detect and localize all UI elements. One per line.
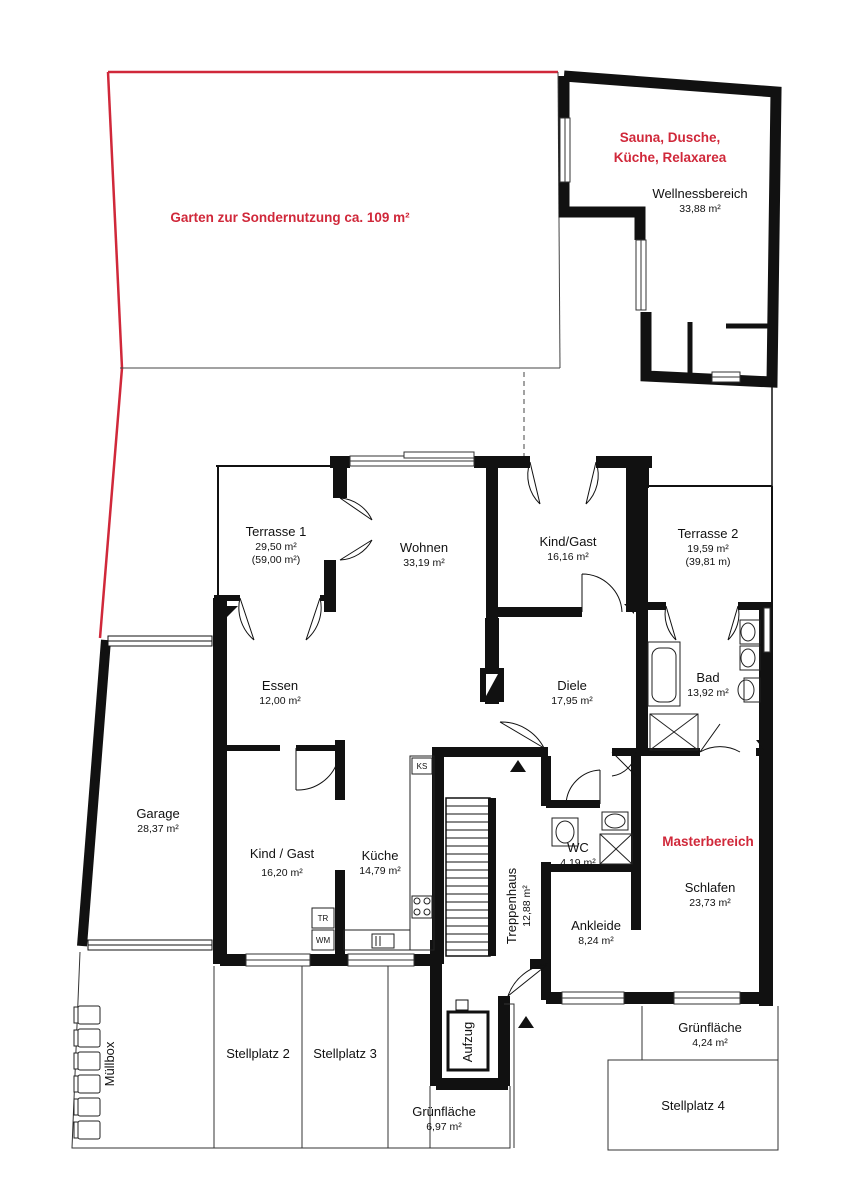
- terrasse1-area-alt: (59,00 m²): [252, 554, 300, 566]
- waste-bin-lid: [73, 1052, 79, 1070]
- wellness-note-line1: Sauna, Dusche,: [620, 130, 721, 145]
- wc-fixtures: [551, 811, 633, 865]
- parking-lines: [71, 951, 779, 1151]
- wohnen-area: 33,19 m²: [403, 557, 445, 569]
- master-label: Masterbereich: [662, 834, 754, 849]
- garage-name: Garage: [136, 806, 179, 821]
- garden-edges: [120, 71, 561, 460]
- bad-area: 13,92 m²: [687, 687, 729, 699]
- waste-bin: [77, 1005, 101, 1025]
- entry-arrows: [510, 760, 534, 1028]
- diele-name: Diele: [557, 678, 587, 693]
- bad-name: Bad: [696, 670, 719, 685]
- windows: [245, 451, 771, 1005]
- waste-bin-lid: [73, 1121, 79, 1139]
- gruen-bottom-area: 6,97 m²: [426, 1121, 462, 1133]
- terrasse2-area-alt: (39,81 m): [686, 556, 731, 568]
- wellness-windows: [559, 117, 741, 383]
- ankleide-name: Ankleide: [571, 918, 621, 933]
- wm-label: WM: [316, 936, 331, 945]
- treppenhaus-area: 12,88 m²: [521, 885, 533, 927]
- bad-basins: [737, 619, 761, 703]
- wc-area: 4,19 m²: [560, 857, 596, 869]
- gruen-right-name: Grünfläche: [678, 1020, 742, 1035]
- waste-bin-lid: [73, 1029, 79, 1047]
- garage-walls: [77, 635, 213, 951]
- waste-bin: [77, 1074, 101, 1094]
- wellness-area: 33,88 m²: [679, 203, 721, 215]
- garden-label: Garten zur Sondernutzung ca. 109 m²: [170, 210, 410, 225]
- wohnen-name: Wohnen: [400, 540, 448, 555]
- muellbox-label: Müllbox: [102, 1041, 117, 1086]
- shower: [649, 713, 699, 751]
- kind-gast-bottom-name: Kind / Gast: [250, 846, 315, 861]
- stellplatz3-label: Stellplatz 3: [313, 1046, 377, 1061]
- gruen-right-area: 4,24 m²: [692, 1037, 728, 1049]
- elevator: [446, 999, 490, 1072]
- waste-bin: [77, 1051, 101, 1071]
- terrasse2-area: 19,59 m²: [687, 543, 729, 555]
- waste-bin: [77, 1028, 101, 1048]
- stellplatz4-label: Stellplatz 4: [661, 1098, 725, 1113]
- wellness-note-line2: Küche, Relaxarea: [614, 150, 727, 165]
- kind-gast-top-name: Kind/Gast: [539, 534, 596, 549]
- doors: [238, 461, 741, 997]
- aufzug-label: Aufzug: [460, 1022, 475, 1062]
- garden-boundary: [98, 70, 558, 639]
- stairs: [445, 797, 496, 957]
- diele-area: 17,95 m²: [551, 695, 593, 707]
- kind-gast-bottom-area: 16,20 m²: [261, 867, 303, 879]
- kueche-area: 14,79 m²: [359, 865, 401, 877]
- ks-label: KS: [417, 762, 428, 771]
- gruen-bottom-name: Grünfläche: [412, 1104, 476, 1119]
- stellplatz2-label: Stellplatz 2: [226, 1046, 290, 1061]
- wm-box: [311, 929, 335, 951]
- wall-notches: [226, 604, 764, 750]
- waste-bin-lid: [73, 1075, 79, 1093]
- kitchen-counter: [343, 755, 435, 951]
- terrasse1-name: Terrasse 1: [246, 524, 307, 539]
- waste-bin-lid: [73, 1006, 79, 1024]
- bathtub: [647, 641, 681, 707]
- kind-gast-top-area: 16,16 m²: [547, 551, 589, 563]
- treppenhaus-name: Treppenhaus: [504, 867, 519, 944]
- waste-bins: [73, 1005, 101, 1140]
- kueche-name: Küche: [362, 848, 399, 863]
- schlafen-area: 23,73 m²: [689, 897, 731, 909]
- essen-name: Essen: [262, 678, 298, 693]
- ks-box: [411, 757, 433, 775]
- tr-label: TR: [318, 914, 329, 923]
- garage-area: 28,37 m²: [137, 823, 179, 835]
- chimney: [480, 668, 504, 702]
- terrasse1-area: 29,50 m²: [255, 541, 297, 553]
- waste-bin-lid: [73, 1098, 79, 1116]
- essen-area: 12,00 m²: [259, 695, 301, 707]
- waste-bin: [77, 1120, 101, 1140]
- ankleide-area: 8,24 m²: [578, 935, 614, 947]
- wellness-name: Wellnessbereich: [652, 186, 747, 201]
- waste-bin: [77, 1097, 101, 1117]
- schlafen-name: Schlafen: [685, 880, 736, 895]
- tr-box: [311, 907, 335, 929]
- stair-steps: [446, 805, 490, 951]
- terrasse2-name: Terrasse 2: [678, 526, 739, 541]
- wc-name: WC: [567, 840, 589, 855]
